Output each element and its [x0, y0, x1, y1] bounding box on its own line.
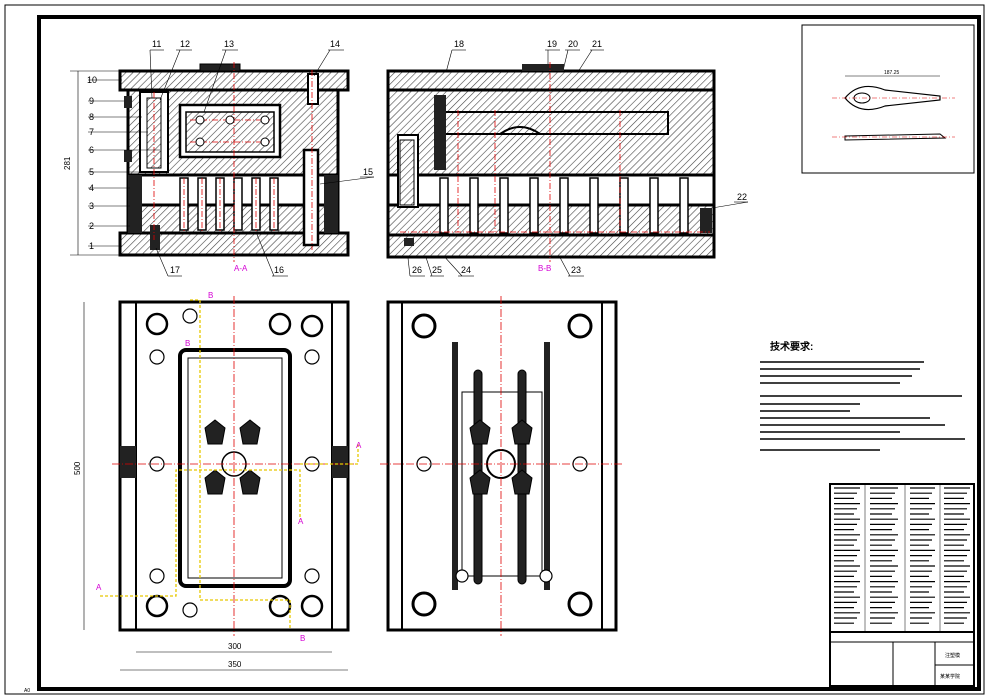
- part-width-dimension: 187.25: [884, 70, 900, 76]
- height-dimension: 281: [63, 156, 72, 170]
- svg-text:21: 21: [592, 39, 602, 49]
- svg-text:A: A: [96, 583, 102, 592]
- svg-text:4: 4: [89, 183, 94, 193]
- svg-text:5: 5: [89, 167, 94, 177]
- plan-view-left: 500 300 350 B B A A A B: [73, 291, 362, 671]
- svg-text:19: 19: [547, 39, 557, 49]
- svg-text:13: 13: [224, 39, 234, 49]
- svg-text:12: 12: [180, 39, 190, 49]
- svg-text:2: 2: [89, 221, 94, 231]
- sheet-inner-border: [37, 15, 981, 691]
- section-marks: B B A A A B: [96, 291, 362, 643]
- svg-text:17: 17: [170, 265, 180, 275]
- sheet-outer-border: [4, 4, 985, 695]
- svg-text:20: 20: [568, 39, 578, 49]
- svg-text:B: B: [208, 291, 213, 300]
- section-bb-view: B-B: [386, 62, 716, 273]
- svg-text:1: 1: [89, 241, 94, 251]
- svg-text:B: B: [300, 634, 305, 643]
- svg-text:A: A: [298, 517, 304, 526]
- svg-text:8: 8: [89, 112, 94, 122]
- svg-text:6: 6: [89, 145, 94, 155]
- svg-text:16: 16: [274, 265, 284, 275]
- svg-text:22: 22: [737, 192, 747, 202]
- svg-text:10: 10: [87, 75, 97, 85]
- parts-list: [829, 483, 975, 633]
- section-label-bb: B-B: [538, 264, 551, 273]
- callout-numbers-left: 10 9 8 7 6 5 4 3 2 1: [87, 75, 97, 251]
- callouts-left: [88, 79, 160, 247]
- svg-text:26: 26: [412, 265, 422, 275]
- part-view: 187.25: [801, 24, 975, 174]
- technical-requirements: 技术要求:: [760, 340, 965, 451]
- svg-text:9: 9: [89, 96, 94, 106]
- svg-text:7: 7: [89, 127, 94, 137]
- svg-text:14: 14: [330, 39, 340, 49]
- svg-text:23: 23: [571, 265, 581, 275]
- title-block: 注塑模 某某学院: [829, 631, 975, 687]
- section-label-aa: A-A: [234, 264, 248, 273]
- svg-text:3: 3: [89, 201, 94, 211]
- plan-view-right: [380, 296, 624, 636]
- svg-text:15: 15: [363, 167, 373, 177]
- callout-numbers-top: 11 12 13 14 18 19 20 21: [152, 39, 602, 49]
- svg-text:18: 18: [454, 39, 464, 49]
- svg-text:24: 24: [461, 265, 471, 275]
- svg-text:25: 25: [432, 265, 442, 275]
- inner-width-dimension: 300: [228, 642, 242, 651]
- svg-text:11: 11: [152, 39, 161, 49]
- plate-height-dimension: 500: [73, 461, 82, 475]
- title-block-drawing-name: 注塑模: [945, 652, 960, 659]
- svg-text:B: B: [185, 339, 190, 348]
- tech-req-title: 技术要求:: [770, 340, 813, 353]
- callout-numbers-bottom: 17 16 26 25 24 23 15 22: [170, 167, 747, 275]
- title-block-school: 某某学院: [940, 673, 960, 680]
- sheet-corner-label: A0: [24, 688, 30, 694]
- outer-width-dimension: 350: [228, 660, 242, 669]
- section-aa-view: 281 A-A: [63, 62, 350, 273]
- svg-text:A: A: [356, 441, 362, 450]
